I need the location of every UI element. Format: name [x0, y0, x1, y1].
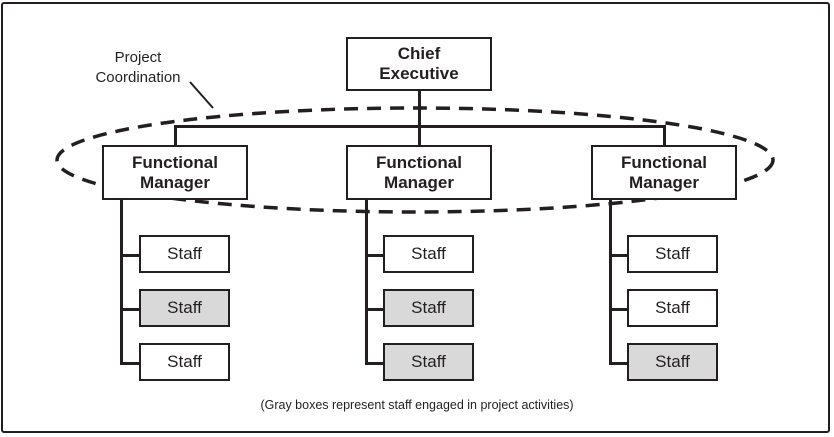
chief-line-2: Executive [379, 64, 459, 83]
staff-trunk-1 [120, 200, 123, 364]
staff-branch [365, 362, 385, 365]
staff-box: Staff [139, 235, 230, 273]
staff-label: Staff [167, 298, 202, 317]
manager-line-1: Functional [621, 152, 707, 172]
staff-box: Staff [627, 235, 718, 273]
manager-line-2: Manager [629, 172, 699, 192]
manager-line-2: Manager [140, 172, 210, 192]
staff-branch [120, 254, 140, 257]
staff-label: Staff [655, 352, 690, 371]
staff-trunk-2 [365, 200, 368, 364]
project-coordination-label: Project Coordination [78, 48, 198, 88]
staff-label: Staff [411, 298, 446, 317]
staff-branch [365, 254, 385, 257]
chief-line-1: Chief [397, 44, 441, 63]
staff-trunk-3 [609, 200, 612, 364]
staff-label: Staff [167, 244, 202, 263]
staff-branch [365, 308, 385, 311]
staff-branch [120, 308, 140, 311]
chief-connector [418, 90, 421, 127]
staff-box: Staff [139, 343, 230, 381]
staff-branch [609, 308, 629, 311]
coordination-pointer [189, 81, 214, 109]
staff-box-project: Staff [383, 289, 474, 327]
coordination-line-1: Project [114, 49, 162, 66]
manager-drop-3 [663, 125, 666, 147]
staff-label: Staff [411, 244, 446, 263]
manager-drop-2 [418, 125, 421, 147]
staff-label: Staff [411, 352, 446, 371]
functional-manager-box-3: Functional Manager [591, 145, 737, 200]
chief-executive-box: Chief Executive [346, 37, 492, 91]
staff-box-project: Staff [139, 289, 230, 327]
manager-line-1: Functional [376, 152, 462, 172]
staff-box-project: Staff [627, 343, 718, 381]
staff-branch [120, 362, 140, 365]
project-coordination-ellipse [55, 106, 775, 214]
staff-box-project: Staff [383, 343, 474, 381]
functional-manager-box-2: Functional Manager [346, 145, 492, 200]
caption: (Gray boxes represent staff engaged in p… [260, 398, 574, 412]
staff-label: Staff [655, 244, 690, 263]
functional-manager-box-1: Functional Manager [102, 145, 248, 200]
manager-line-2: Manager [384, 172, 454, 192]
staff-box: Staff [627, 289, 718, 327]
staff-branch [609, 362, 629, 365]
staff-label: Staff [655, 298, 690, 317]
staff-label: Staff [167, 352, 202, 371]
manager-line-1: Functional [132, 152, 218, 172]
staff-branch [609, 254, 629, 257]
staff-box: Staff [383, 235, 474, 273]
coordination-line-2: Coordination [95, 69, 181, 86]
manager-drop-1 [174, 125, 177, 147]
